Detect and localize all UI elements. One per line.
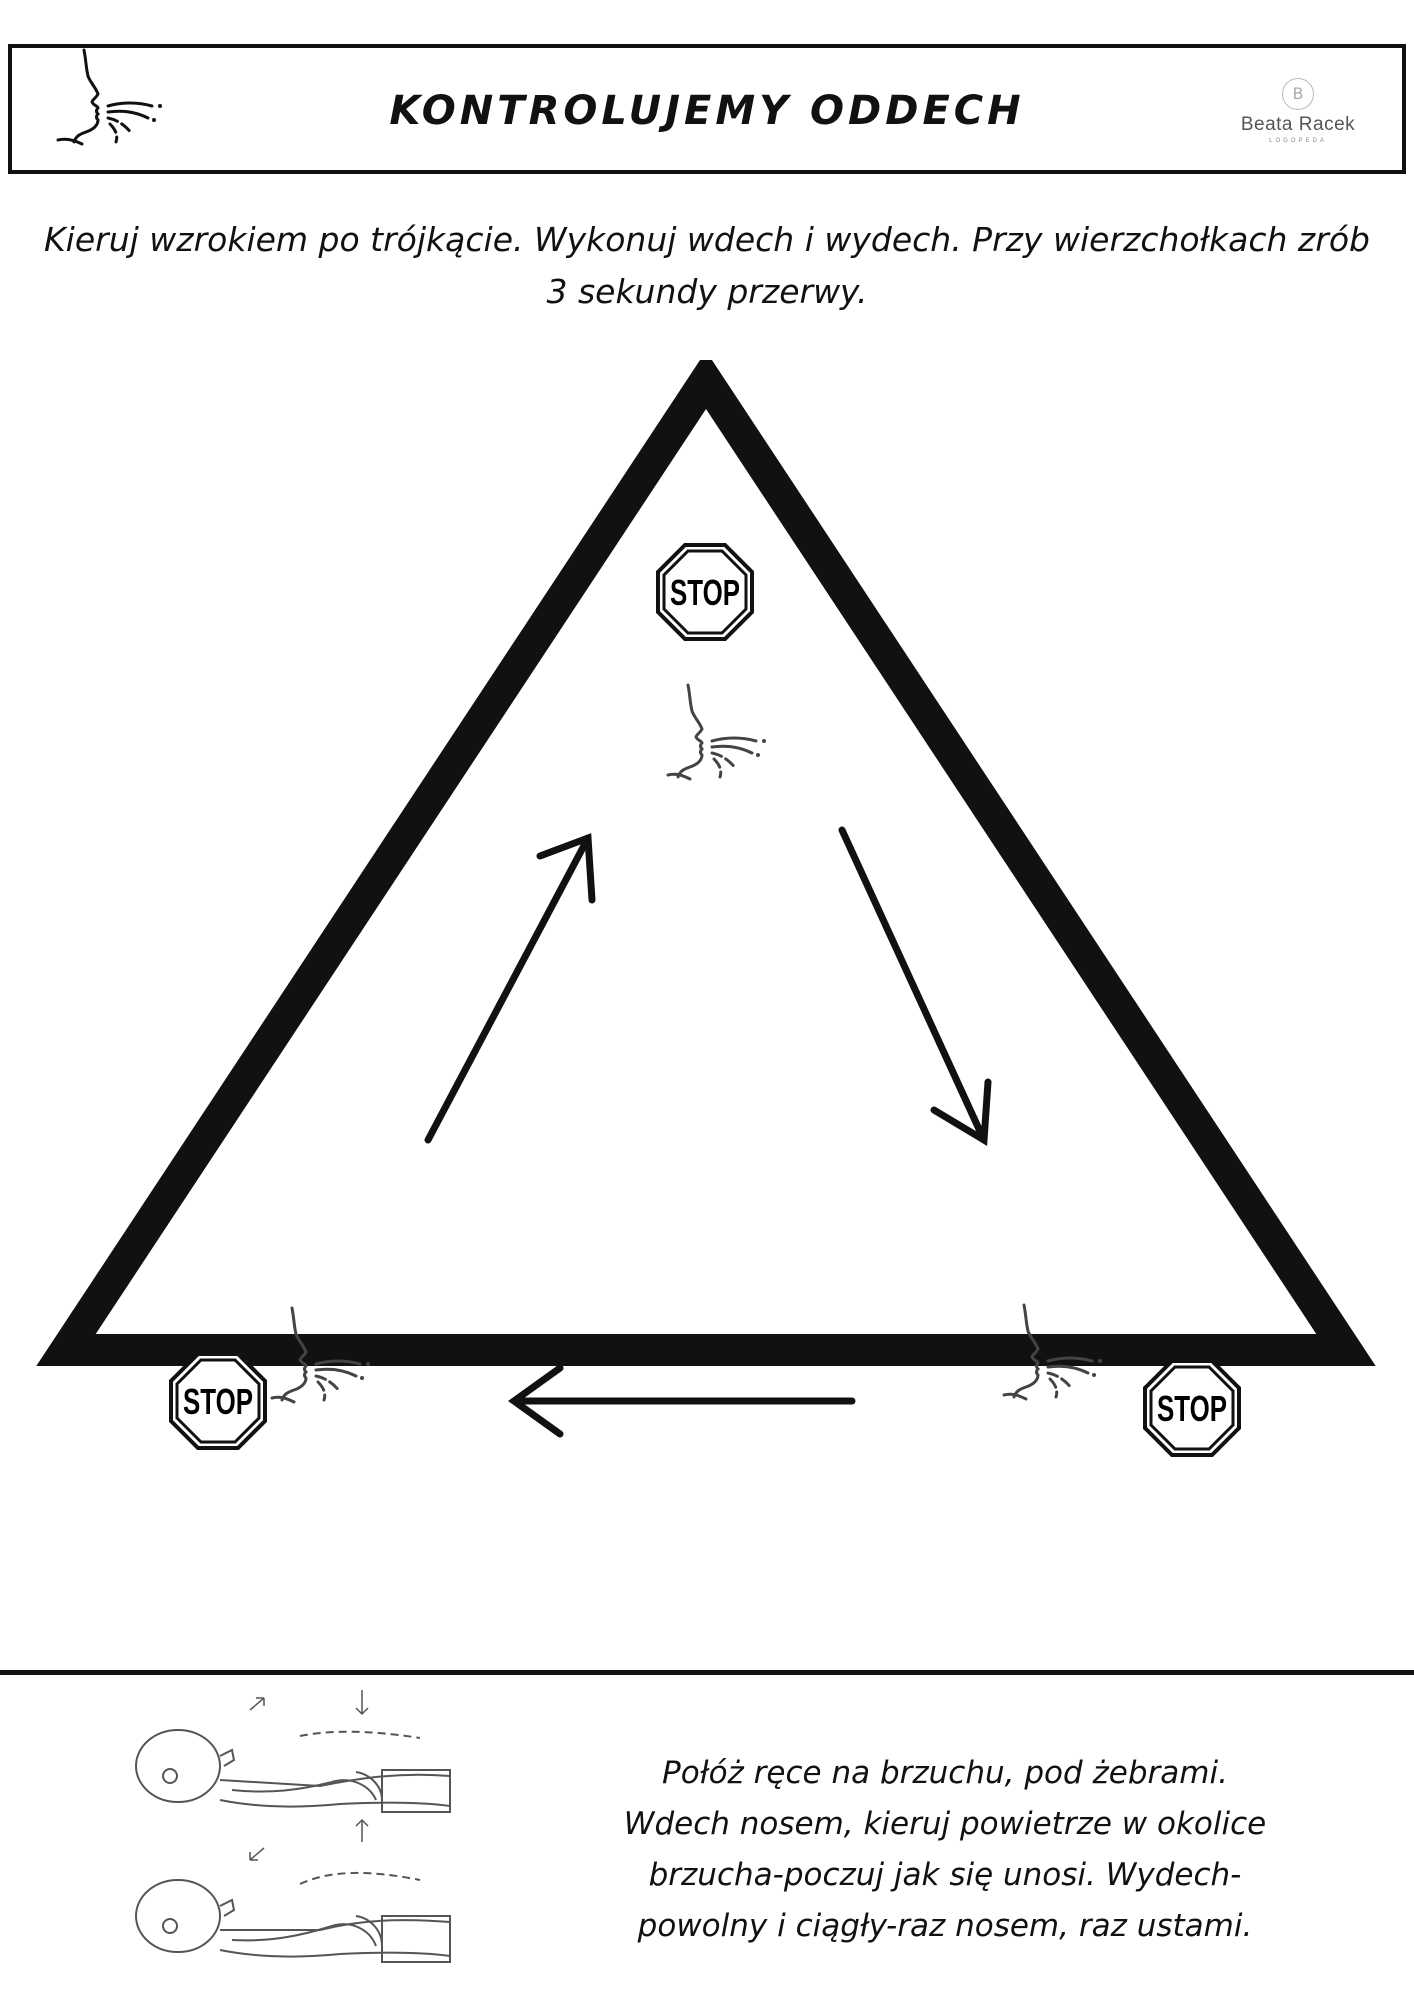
logo-name: Beata Racek (1240, 114, 1356, 135)
stop-sign-top-label: STOP (670, 572, 740, 613)
lying-person-exhale (135, 1818, 451, 1963)
stop-sign-left-label: STOP (183, 1381, 253, 1422)
instruction-line-2: 3 sekundy przerwy. (546, 272, 868, 311)
bottom-line-2: Wdech nosem, kieruj powietrze w okolice (623, 1806, 1267, 1842)
belly-breathing-illustration (135, 1690, 451, 1963)
breathing-triangle-diagram: STOP STOP STOP (36, 360, 1376, 1457)
instruction-text: Kieruj wzrokiem po trójkącie. Wykonuj wd… (10, 214, 1404, 318)
author-logo: B Beata Racek LOGOPEDA (1228, 78, 1368, 144)
triangle-outline (36, 360, 1376, 1366)
header-box: KONTROLUJEMY ODDECH B Beata Racek LOGOPE… (8, 44, 1406, 174)
bottom-line-4: powolny i ciągły-raz nosem, raz ustami. (637, 1908, 1253, 1944)
bottom-line-3: brzucha-poczuj jak się unosi. Wydech- (648, 1857, 1242, 1893)
page-title: KONTROLUJEMY ODDECH (389, 88, 1025, 134)
arrow-left-icon (507, 1364, 856, 1438)
stop-sign-left: STOP (169, 1352, 267, 1450)
section-divider (0, 1670, 1414, 1675)
stop-sign-top: STOP (656, 543, 754, 641)
stop-sign-right: STOP (1143, 1359, 1241, 1457)
logo-letter: B (1282, 78, 1314, 110)
stop-sign-right-label: STOP (1157, 1388, 1227, 1429)
logo-subtitle: LOGOPEDA (1269, 138, 1327, 144)
breathing-face-icon-top (666, 683, 768, 781)
belly-breathing-instructions: Połóż ręce na brzuchu, pod żebrami. Wdec… (560, 1748, 1330, 1952)
lying-person-inhale (135, 1690, 451, 1813)
bottom-line-1: Połóż ręce na brzuchu, pod żebrami. (662, 1755, 1228, 1791)
arrow-down-right-icon (838, 826, 992, 1146)
arrow-up-right-icon (424, 833, 596, 1144)
breathing-face-icon (56, 48, 162, 146)
instruction-line-1: Kieruj wzrokiem po trójkącie. Wykonuj wd… (44, 220, 1370, 259)
